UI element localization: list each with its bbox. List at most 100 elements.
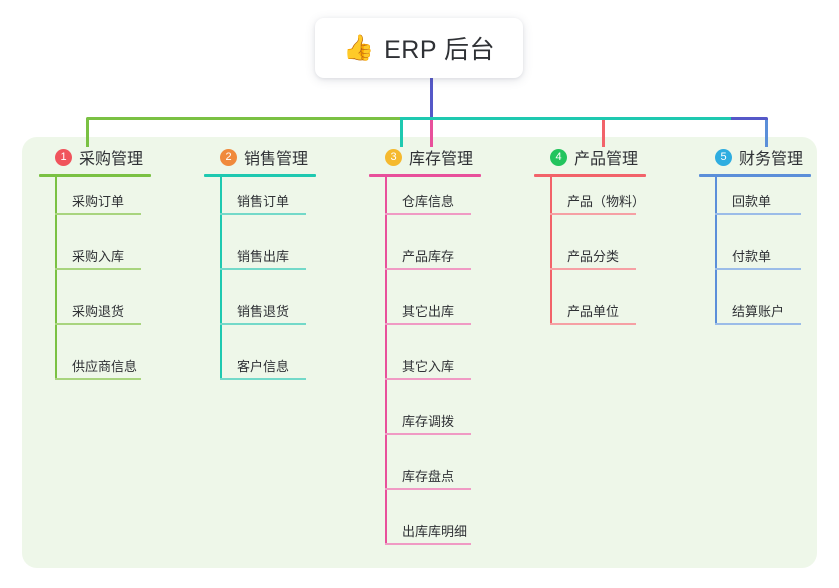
leaf-item-rule [55, 378, 141, 380]
leaf-item-rule [385, 378, 471, 380]
leaf-item[interactable]: 销售出库 [204, 232, 312, 287]
branch-items: 回款单付款单结算账户 [699, 177, 807, 342]
leaf-item-rule [55, 268, 141, 270]
leaf-item-label: 库存盘点 [402, 469, 455, 484]
content-panel [22, 137, 817, 568]
leaf-item-label: 其它入库 [402, 359, 455, 374]
leaf-item-rule [550, 323, 636, 325]
leaf-item-label: 回款单 [732, 194, 772, 209]
leaf-item-rule [220, 268, 306, 270]
branch-header-rule [534, 174, 646, 177]
branch-items: 产品（物料） 产品分类产品单位 [534, 177, 646, 342]
branch-items: 采购订单采购入库采购退货供应商信息 [39, 177, 147, 397]
leaf-item[interactable]: 库存盘点 [369, 452, 477, 507]
connector-bar-green [86, 117, 402, 120]
leaf-item-label: 产品（物料） [567, 194, 646, 209]
branch-column-4[interactable]: 4 产品管理产品（物料） 产品分类产品单位 [534, 145, 646, 342]
leaf-item[interactable]: 客户信息 [204, 342, 312, 397]
branch-column-2[interactable]: 2 销售管理销售订单销售出库销售退货客户信息 [204, 145, 316, 397]
branch-header-2[interactable]: 2 销售管理 [204, 145, 312, 169]
leaf-item[interactable]: 销售退货 [204, 287, 312, 342]
leaf-item-rule [385, 488, 471, 490]
leaf-item[interactable]: 产品（物料） [534, 177, 646, 232]
branch-items: 仓库信息产品库存其它出库其它入库库存调拨库存盘点出库库明细 [369, 177, 477, 562]
leaf-item[interactable]: 仓库信息 [369, 177, 477, 232]
leaf-item-label: 出库库明细 [402, 524, 468, 539]
leaf-item-rule [220, 213, 306, 215]
branch-header-rule [204, 174, 316, 177]
leaf-item-rule [385, 213, 471, 215]
thumbs-up-icon: 👍 [342, 33, 375, 62]
leaf-item-rule [385, 323, 471, 325]
leaf-item-label: 采购订单 [72, 194, 125, 209]
leaf-item-rule [385, 268, 471, 270]
leaf-item-rule [385, 433, 471, 435]
leaf-item-label: 产品分类 [567, 249, 620, 264]
leaf-item[interactable]: 库存调拨 [369, 397, 477, 452]
leaf-item-label: 供应商信息 [72, 359, 138, 374]
leaf-item[interactable]: 产品单位 [534, 287, 642, 342]
leaf-item[interactable]: 采购入库 [39, 232, 147, 287]
leaf-item[interactable]: 销售订单 [204, 177, 312, 232]
branch-header-rule [39, 174, 151, 177]
connector-bar-blue [731, 117, 768, 120]
drop-connector-2 [400, 117, 403, 147]
branch-spine [55, 177, 57, 380]
leaf-item-rule [220, 378, 306, 380]
leaf-item-label: 采购入库 [72, 249, 125, 264]
root-node-title: ERP 后台 [384, 36, 496, 64]
leaf-item[interactable]: 供应商信息 [39, 342, 147, 397]
leaf-item-rule [715, 213, 801, 215]
leaf-item-rule [55, 213, 141, 215]
branch-title: 采购管理 [79, 151, 144, 168]
leaf-item[interactable]: 产品分类 [534, 232, 642, 287]
leaf-item-rule [550, 213, 636, 215]
leaf-item-rule [550, 268, 636, 270]
leaf-item[interactable]: 其它入库 [369, 342, 477, 397]
branch-spine [550, 177, 552, 325]
branch-header-rule [369, 174, 481, 177]
leaf-item-label: 结算账户 [732, 304, 785, 319]
branch-header-4[interactable]: 4 产品管理 [534, 145, 642, 169]
branch-number-badge: 2 [220, 148, 237, 166]
root-stem-connector [430, 70, 433, 120]
leaf-item[interactable]: 采购订单 [39, 177, 147, 232]
leaf-item[interactable]: 其它出库 [369, 287, 477, 342]
leaf-item[interactable]: 回款单 [699, 177, 807, 232]
leaf-item[interactable]: 采购退货 [39, 287, 147, 342]
leaf-item-rule [220, 323, 306, 325]
root-node-erp-backend[interactable]: 👍 ERP 后台 [315, 18, 523, 78]
leaf-item-label: 其它出库 [402, 304, 455, 319]
branch-title: 销售管理 [244, 151, 309, 168]
leaf-item-label: 采购退货 [72, 304, 125, 319]
branch-number-badge: 4 [550, 148, 567, 166]
leaf-item-label: 库存调拨 [402, 414, 455, 429]
branch-title: 财务管理 [739, 151, 804, 168]
drop-connector-1 [86, 117, 89, 147]
drop-connector-3 [430, 117, 433, 147]
leaf-item-rule [55, 323, 141, 325]
leaf-item[interactable]: 出库库明细 [369, 507, 477, 562]
leaf-item-rule [385, 543, 471, 545]
connector-bar-teal [400, 117, 733, 120]
leaf-item-label: 客户信息 [237, 359, 290, 374]
leaf-item-label: 销售出库 [237, 249, 290, 264]
branch-items: 销售订单销售出库销售退货客户信息 [204, 177, 312, 397]
leaf-item-label: 销售退货 [237, 304, 290, 319]
leaf-item-rule [715, 268, 801, 270]
leaf-item-label: 产品库存 [402, 249, 455, 264]
leaf-item[interactable]: 产品库存 [369, 232, 477, 287]
leaf-item-label: 仓库信息 [402, 194, 455, 209]
drop-connector-4 [602, 117, 605, 147]
leaf-item[interactable]: 结算账户 [699, 287, 807, 342]
branch-header-rule [699, 174, 811, 177]
branch-title: 产品管理 [574, 151, 639, 168]
leaf-item[interactable]: 付款单 [699, 232, 807, 287]
